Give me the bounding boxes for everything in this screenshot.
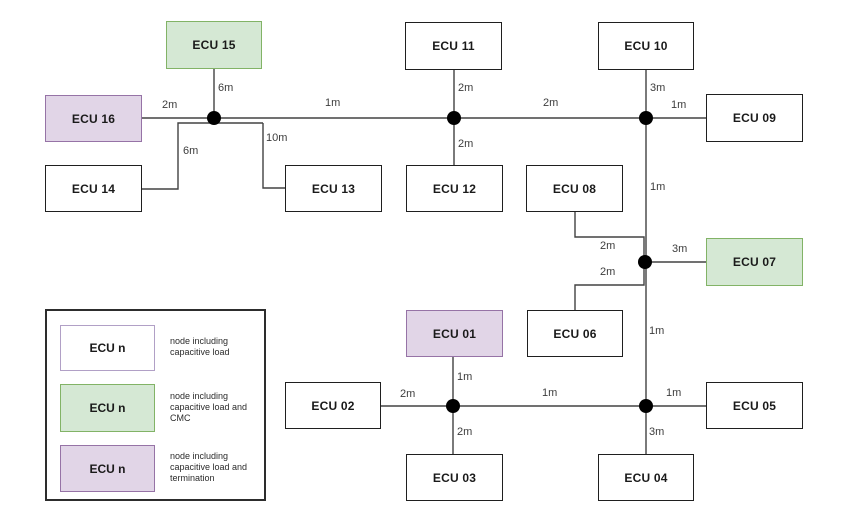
- edge-j1-ecu13: [262, 123, 285, 189]
- edge-label-j5-ecu03: 2m: [457, 426, 473, 438]
- node-ecu-12[interactable]: ECU 12: [406, 165, 503, 212]
- node-ecu-01[interactable]: ECU 01: [406, 310, 503, 357]
- node-ecu-13[interactable]: ECU 13: [285, 165, 382, 212]
- node-ecu-16[interactable]: ECU 16: [45, 95, 142, 142]
- node-ecu-14[interactable]: ECU 14: [45, 165, 142, 212]
- node-ecu-06[interactable]: ECU 06: [527, 310, 623, 357]
- edge-label-j1-ecu14: 6m: [183, 145, 199, 157]
- edge-label-j3-ecu09: 1m: [671, 99, 687, 111]
- edge-label-j6-ecu04: 3m: [649, 426, 665, 438]
- edge-label-j6-ecu05: 1m: [666, 387, 682, 399]
- junction-dot-5: [446, 399, 460, 413]
- node-ecu-05[interactable]: ECU 05: [706, 382, 803, 429]
- node-ecu-07[interactable]: ECU 07: [706, 238, 803, 286]
- edge-label-j4-ecu06: 2m: [600, 266, 616, 278]
- node-ecu-09[interactable]: ECU 09: [706, 94, 803, 142]
- edge-label-j3-ecu10: 3m: [650, 82, 666, 94]
- node-ecu-15[interactable]: ECU 15: [166, 21, 262, 69]
- node-ecu-08[interactable]: ECU 08: [526, 165, 623, 212]
- node-ecu-04[interactable]: ECU 04: [598, 454, 694, 501]
- legend-desc-cmc: node including capacitive load and CMC: [170, 391, 248, 423]
- edge-label-j1-ecu13: 10m: [266, 132, 288, 144]
- edge-label-j5-ecu02: 2m: [400, 388, 416, 400]
- legend-desc-termination: node including capacitive load and termi…: [170, 451, 248, 483]
- edge-j1-ecu14: [142, 122, 263, 190]
- edge-label-j2-ecu12: 2m: [458, 138, 474, 150]
- edge-label-j4-j6: 1m: [649, 325, 665, 337]
- node-ecu-03[interactable]: ECU 03: [406, 454, 503, 501]
- edge-label-j1-ecu16: 2m: [162, 99, 178, 111]
- node-ecu-11[interactable]: ECU 11: [405, 22, 502, 70]
- legend-swatch-cmc: ECU n: [60, 384, 155, 432]
- legend-box: ECU n node including capacitive load ECU…: [45, 309, 266, 501]
- edge-label-j5-ecu01: 1m: [457, 371, 473, 383]
- edge-label-j3-j4: 1m: [650, 181, 666, 193]
- edge-label-j4-ecu08: 2m: [600, 240, 616, 252]
- edge-label-j1-ecu15: 6m: [218, 82, 234, 94]
- junction-dot-4: [638, 255, 652, 269]
- edge-label-j1-j2: 1m: [325, 97, 341, 109]
- junction-dot-3: [639, 111, 653, 125]
- legend-swatch-termination: ECU n: [60, 445, 155, 492]
- edge-label-j2-j3: 2m: [543, 97, 559, 109]
- node-ecu-10[interactable]: ECU 10: [598, 22, 694, 70]
- edge-label-j5-j6: 1m: [542, 387, 558, 399]
- edge-label-j4-ecu07: 3m: [672, 243, 688, 255]
- edge-j4-ecu08: [574, 212, 645, 260]
- edge-j4-ecu06: [574, 264, 645, 310]
- junction-dot-6: [639, 399, 653, 413]
- edge-label-j2-ecu11: 2m: [458, 82, 474, 94]
- legend-desc-plain: node including capacitive load: [170, 336, 230, 357]
- junction-dot-1: [207, 111, 221, 125]
- legend-swatch-plain: ECU n: [60, 325, 155, 371]
- junction-dot-2: [447, 111, 461, 125]
- node-ecu-02[interactable]: ECU 02: [285, 382, 381, 429]
